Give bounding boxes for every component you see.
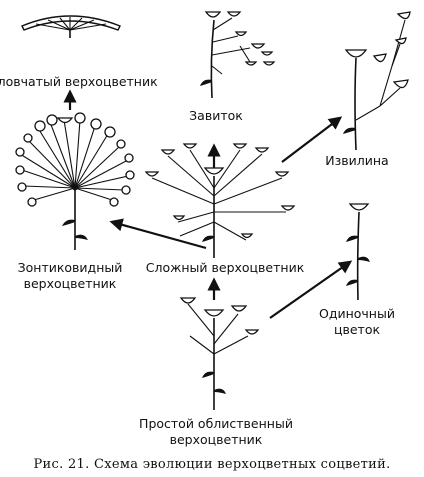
compound-inflorescence — [144, 143, 296, 258]
label-single-line1: Одиночный — [319, 306, 395, 321]
arrow-compound-to-umbellate — [109, 218, 207, 250]
label-capitate: Головчатый верхоцветник — [0, 74, 158, 89]
label-izvilina: Извилина — [325, 153, 388, 168]
izvilina-inflorescence — [343, 11, 411, 151]
capitate-inflorescence — [21, 15, 121, 38]
single-flower — [346, 203, 370, 301]
label-compound: Сложный верхоцветник — [146, 260, 305, 275]
label-simple-line2: верхоцветник — [170, 432, 263, 447]
arrow-simple-to-single — [269, 260, 353, 319]
label-single-line2: цветок — [334, 322, 380, 337]
arrow-compound-to-izvilina — [281, 116, 343, 163]
label-simple-line1: Простой облиственный — [139, 416, 293, 431]
umbellate-inflorescence — [15, 112, 135, 250]
zavitok-inflorescence — [200, 11, 276, 99]
simple-leafy-inflorescence — [179, 297, 260, 410]
label-umbellate-line2: верхоцветник — [24, 276, 117, 291]
label-umbellate-line1: Зонтиковидный — [18, 260, 123, 275]
figure-caption: Рис. 21. Схема эволюции верхоцветных соц… — [33, 457, 390, 472]
label-zavitok: Завиток — [189, 108, 243, 123]
